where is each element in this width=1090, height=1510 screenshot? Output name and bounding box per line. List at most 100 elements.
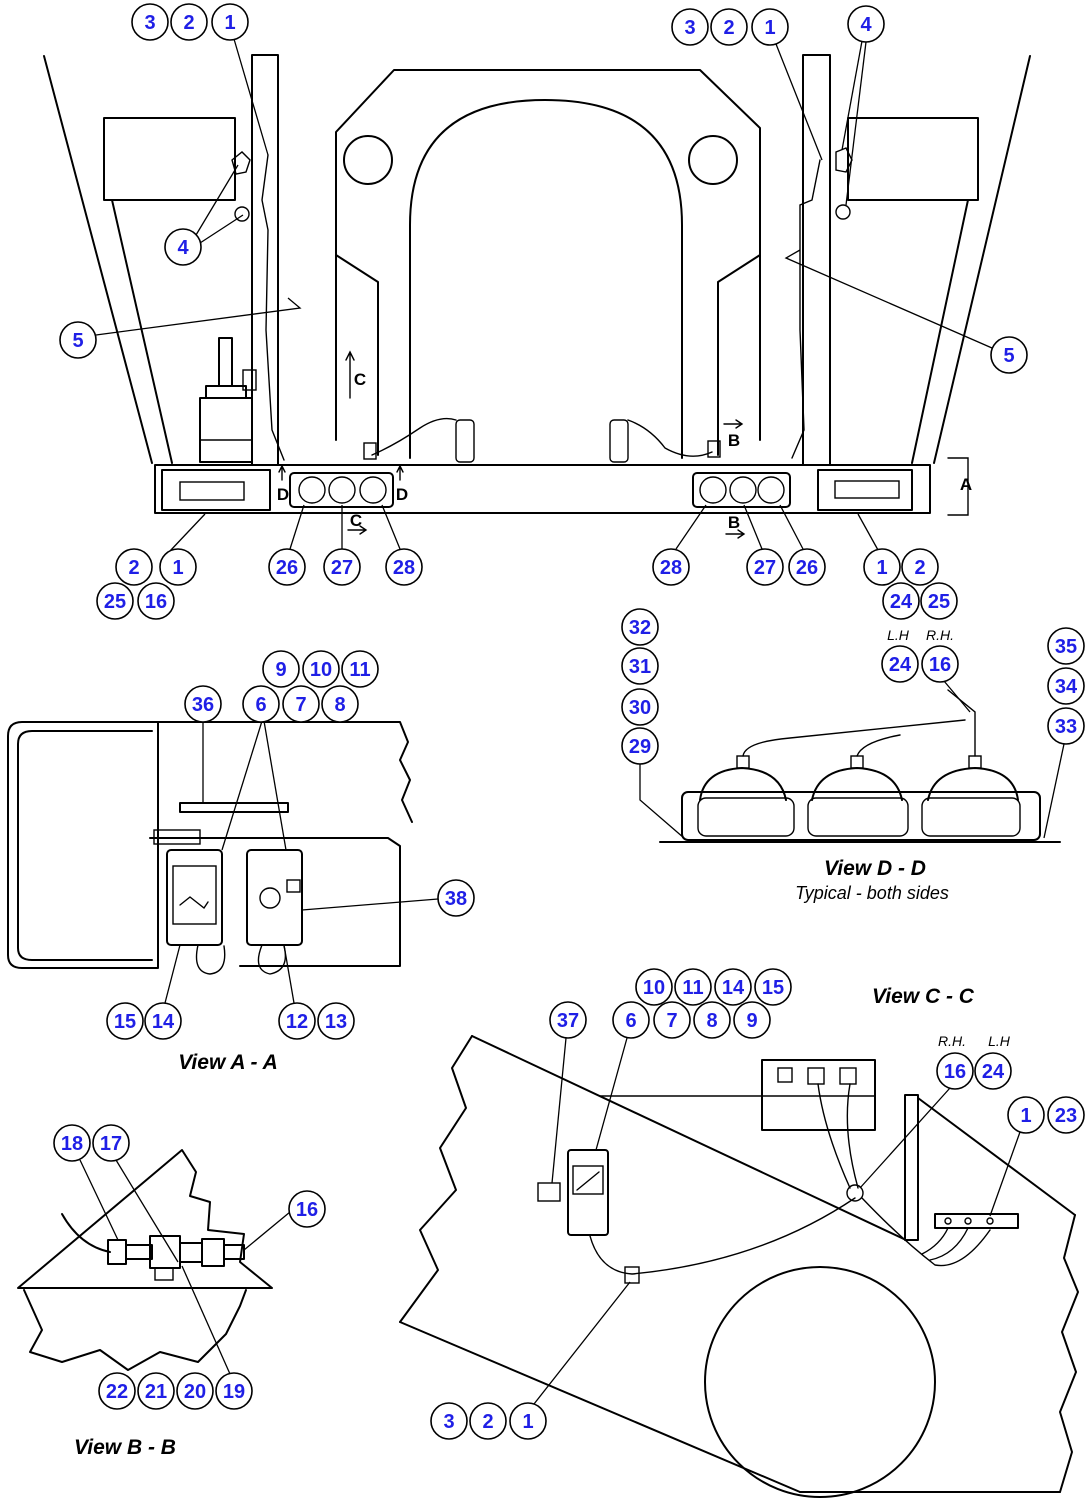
view-a-switch-right-tab	[286, 879, 301, 893]
view-d-lamp-bay-2	[807, 797, 909, 837]
callout-main-2: 2	[901, 548, 939, 586]
center-frame-right-step	[717, 254, 761, 456]
callout-circle	[674, 968, 712, 1006]
callout-circle	[710, 8, 748, 46]
callout-circle	[1047, 707, 1085, 745]
callout-circle	[621, 647, 659, 685]
callout-main-28: 28	[385, 548, 423, 586]
callout-view-a-11: 11	[341, 650, 379, 688]
callout-number: 1	[522, 1411, 533, 1433]
callout-number: 11	[682, 977, 703, 999]
callout-number: 18	[61, 1133, 83, 1155]
callout-main-1: 1	[211, 3, 249, 41]
left-frame-hole	[343, 135, 393, 185]
callout-circle	[92, 1124, 130, 1162]
view-d-d: L.H R.H. View D - D Typical - both sides	[639, 627, 1065, 903]
left-frame-outer-edge	[43, 55, 153, 464]
callout-number: 20	[184, 1381, 206, 1403]
callout-circle	[278, 1002, 316, 1040]
callout-view-d-33: 33	[1047, 707, 1085, 745]
callout-circle	[990, 336, 1028, 374]
view-a-switch-left-lever	[179, 896, 209, 910]
callout-circle	[115, 548, 153, 586]
callout-main-25: 25	[96, 582, 134, 620]
callout-number: 21	[145, 1381, 167, 1403]
callout-view-c-24: 24	[974, 1052, 1012, 1090]
callout-circle	[385, 548, 423, 586]
main-view-leaders	[95, 38, 993, 552]
view-c-leader-16	[859, 1087, 951, 1189]
callout-main-28: 28	[652, 548, 690, 586]
callout-view-d-32: 32	[621, 608, 659, 646]
callout-main-24: 24	[882, 582, 920, 620]
view-c-cable-clip	[624, 1266, 640, 1284]
view-a-top-member	[157, 721, 413, 823]
view-d-socket-3	[968, 755, 982, 769]
callout-circle	[176, 1372, 214, 1410]
callout-circle	[621, 688, 659, 726]
callout-number: 12	[286, 1011, 308, 1033]
callout-number: 1	[172, 557, 183, 579]
left-lower-switch	[234, 206, 250, 222]
callout-view-b-16: 16	[288, 1190, 326, 1228]
view-d-socket-1	[736, 755, 750, 769]
callout-main-1: 1	[159, 548, 197, 586]
callout-circle	[1047, 627, 1085, 665]
view-b-leader-18	[79, 1159, 119, 1241]
view-c-switch-face	[572, 1165, 604, 1195]
view-a-title: View A - A	[178, 1051, 278, 1074]
callout-circle	[920, 582, 958, 620]
callout-view-a-15: 15	[106, 1002, 144, 1040]
callout-circle	[733, 1001, 771, 1039]
callout-circle	[159, 548, 197, 586]
view-d-leader-29	[639, 764, 685, 839]
right-lamp-3	[757, 476, 785, 504]
callout-circle	[323, 548, 361, 586]
left-post-harness	[261, 154, 285, 461]
view-b-title: View B - B	[74, 1436, 176, 1459]
callout-number: 9	[275, 659, 286, 681]
callout-circle	[211, 3, 249, 41]
view-c-harness-knot	[846, 1184, 864, 1202]
callout-view-a-13: 13	[317, 1002, 355, 1040]
view-c-leader-6	[595, 1037, 628, 1151]
view-a-leader-12	[283, 944, 295, 1004]
callout-main-2: 2	[170, 3, 208, 41]
view-a-switch-left-face	[172, 865, 217, 925]
view-c-connector-3	[839, 1067, 857, 1085]
callout-view-d-31: 31	[621, 647, 659, 685]
section-marker-a: A	[960, 475, 972, 494]
callout-main-2: 2	[115, 548, 153, 586]
callout-circle	[901, 548, 939, 586]
callout-number: 26	[796, 557, 818, 579]
callout-circle	[215, 1372, 253, 1410]
callout-view-b-21: 21	[137, 1372, 175, 1410]
callout-main-3: 3	[671, 8, 709, 46]
left-lamp-1	[298, 476, 326, 504]
callout-circle	[652, 548, 690, 586]
right-lamp-1	[699, 476, 727, 504]
callout-circle	[317, 1002, 355, 1040]
view-b-upper-plate	[17, 1149, 273, 1289]
callout-number: 3	[684, 17, 695, 39]
callout-number: 24	[982, 1061, 1005, 1083]
callout-number: 24	[889, 654, 912, 676]
section-b-top-arrow	[723, 419, 744, 429]
callout-circle	[509, 1402, 547, 1440]
view-d-note: Typical - both sides	[795, 883, 949, 903]
view-b-leader-17	[115, 1159, 179, 1263]
callout-view-b-19: 19	[215, 1372, 253, 1410]
view-d-lamp-dome-3	[927, 767, 1019, 801]
callout-view-d-29: 29	[621, 727, 659, 765]
right-canister	[609, 419, 629, 463]
callout-circle	[746, 548, 784, 586]
callout-circle	[137, 1372, 175, 1410]
callout-main-3: 3	[131, 3, 169, 41]
callout-circle	[921, 645, 959, 683]
left-base-harness	[371, 417, 457, 456]
callout-number: 7	[666, 1010, 677, 1032]
section-marker-b-bottom: B	[728, 513, 740, 532]
callout-view-b-22: 22	[98, 1372, 136, 1410]
callout-number: 3	[443, 1411, 454, 1433]
view-d-harness	[742, 689, 976, 757]
